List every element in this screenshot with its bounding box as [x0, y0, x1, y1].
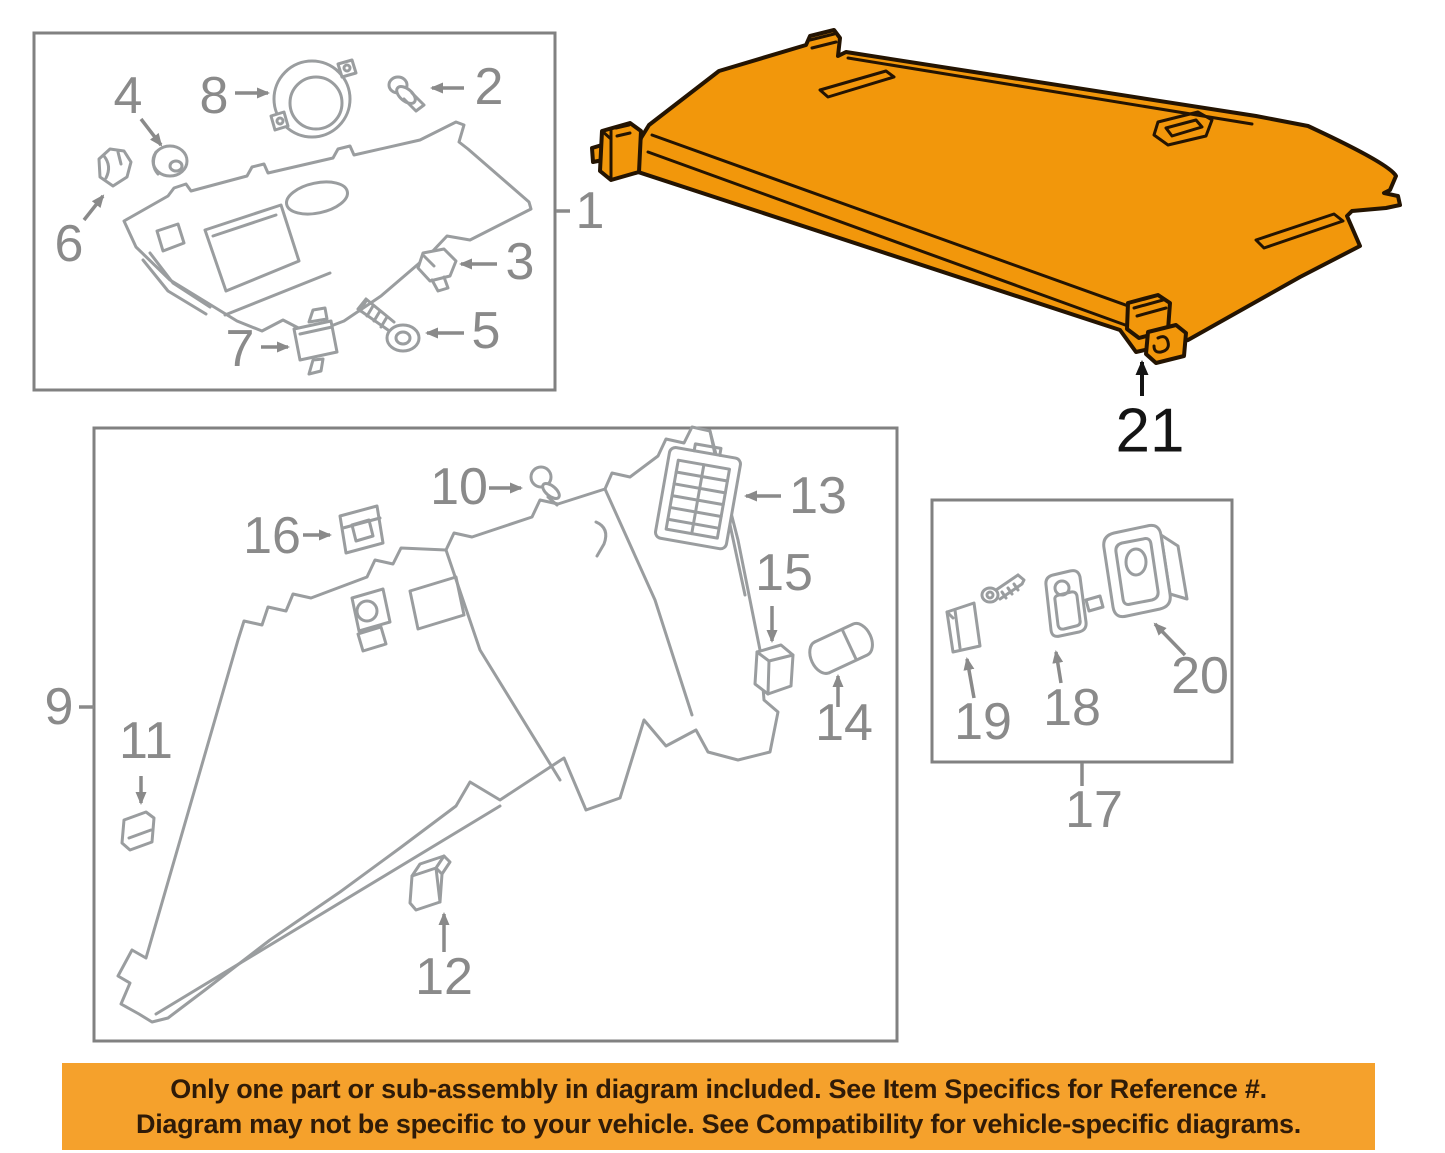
- part-upper-trim-panel: [122, 120, 533, 336]
- callout-label-14: 14: [815, 694, 873, 752]
- leader-6: [82, 194, 105, 222]
- disclaimer-line-2: Diagram may not be specific to your vehi…: [136, 1108, 1301, 1139]
- part-cargo-cover-21: [590, 28, 1402, 365]
- callout-label-6: 6: [55, 215, 84, 273]
- part-clip-15: [753, 643, 795, 696]
- part-wedge-19: [945, 601, 982, 654]
- callout-label-5: 5: [472, 302, 501, 360]
- part-bracket-20: [1102, 523, 1189, 619]
- part-vent-grille-13: [653, 442, 742, 551]
- part-screw-5: [356, 297, 421, 353]
- part-bracket-18: [1044, 569, 1105, 638]
- part-clip-6: [97, 147, 133, 188]
- leader-18: [1052, 650, 1064, 684]
- part-clip-11: [120, 810, 156, 852]
- part-screw-17: [980, 573, 1026, 604]
- callout-label-19: 19: [954, 693, 1012, 751]
- part-speaker-grommet: [269, 58, 358, 139]
- callout-label-2: 2: [475, 58, 504, 116]
- part-bulb-14: [808, 622, 874, 675]
- callout-label-9: 9: [45, 678, 74, 736]
- callout-label-13: 13: [789, 467, 847, 525]
- leader-20: [1153, 622, 1187, 657]
- callout-label-7: 7: [226, 320, 255, 378]
- callout-label-3: 3: [506, 233, 535, 291]
- callout-label-15: 15: [755, 544, 813, 602]
- cover-left-latch: [598, 121, 643, 182]
- part-lower-trim-panel: [116, 425, 780, 1024]
- callout-label-8: 8: [200, 67, 229, 125]
- leader-19: [963, 657, 976, 699]
- leader-4: [139, 117, 163, 147]
- callout-label-21-highlighted: 21: [1116, 397, 1185, 466]
- part-bracket-7: [292, 306, 339, 376]
- part-plate-16: [338, 504, 385, 555]
- part-clip-12: [408, 854, 452, 912]
- part-clip-3: [416, 247, 458, 293]
- disclaimer-banner: Only one part or sub-assembly in diagram…: [62, 1063, 1375, 1150]
- callout-label-12: 12: [415, 948, 473, 1006]
- part-grommet-4: [151, 144, 189, 178]
- disclaimer-line-1: Only one part or sub-assembly in diagram…: [170, 1073, 1267, 1104]
- callout-label-16: 16: [243, 507, 301, 565]
- callout-label-1: 1: [576, 182, 605, 240]
- callout-label-18: 18: [1043, 679, 1101, 737]
- callout-label-11: 11: [119, 712, 173, 770]
- callout-label-17: 17: [1065, 781, 1123, 839]
- callout-label-20: 20: [1171, 647, 1229, 705]
- callout-label-10: 10: [430, 458, 488, 516]
- part-clip-2: [387, 75, 426, 113]
- callout-label-4: 4: [114, 67, 143, 125]
- part-clip-10: [529, 465, 561, 507]
